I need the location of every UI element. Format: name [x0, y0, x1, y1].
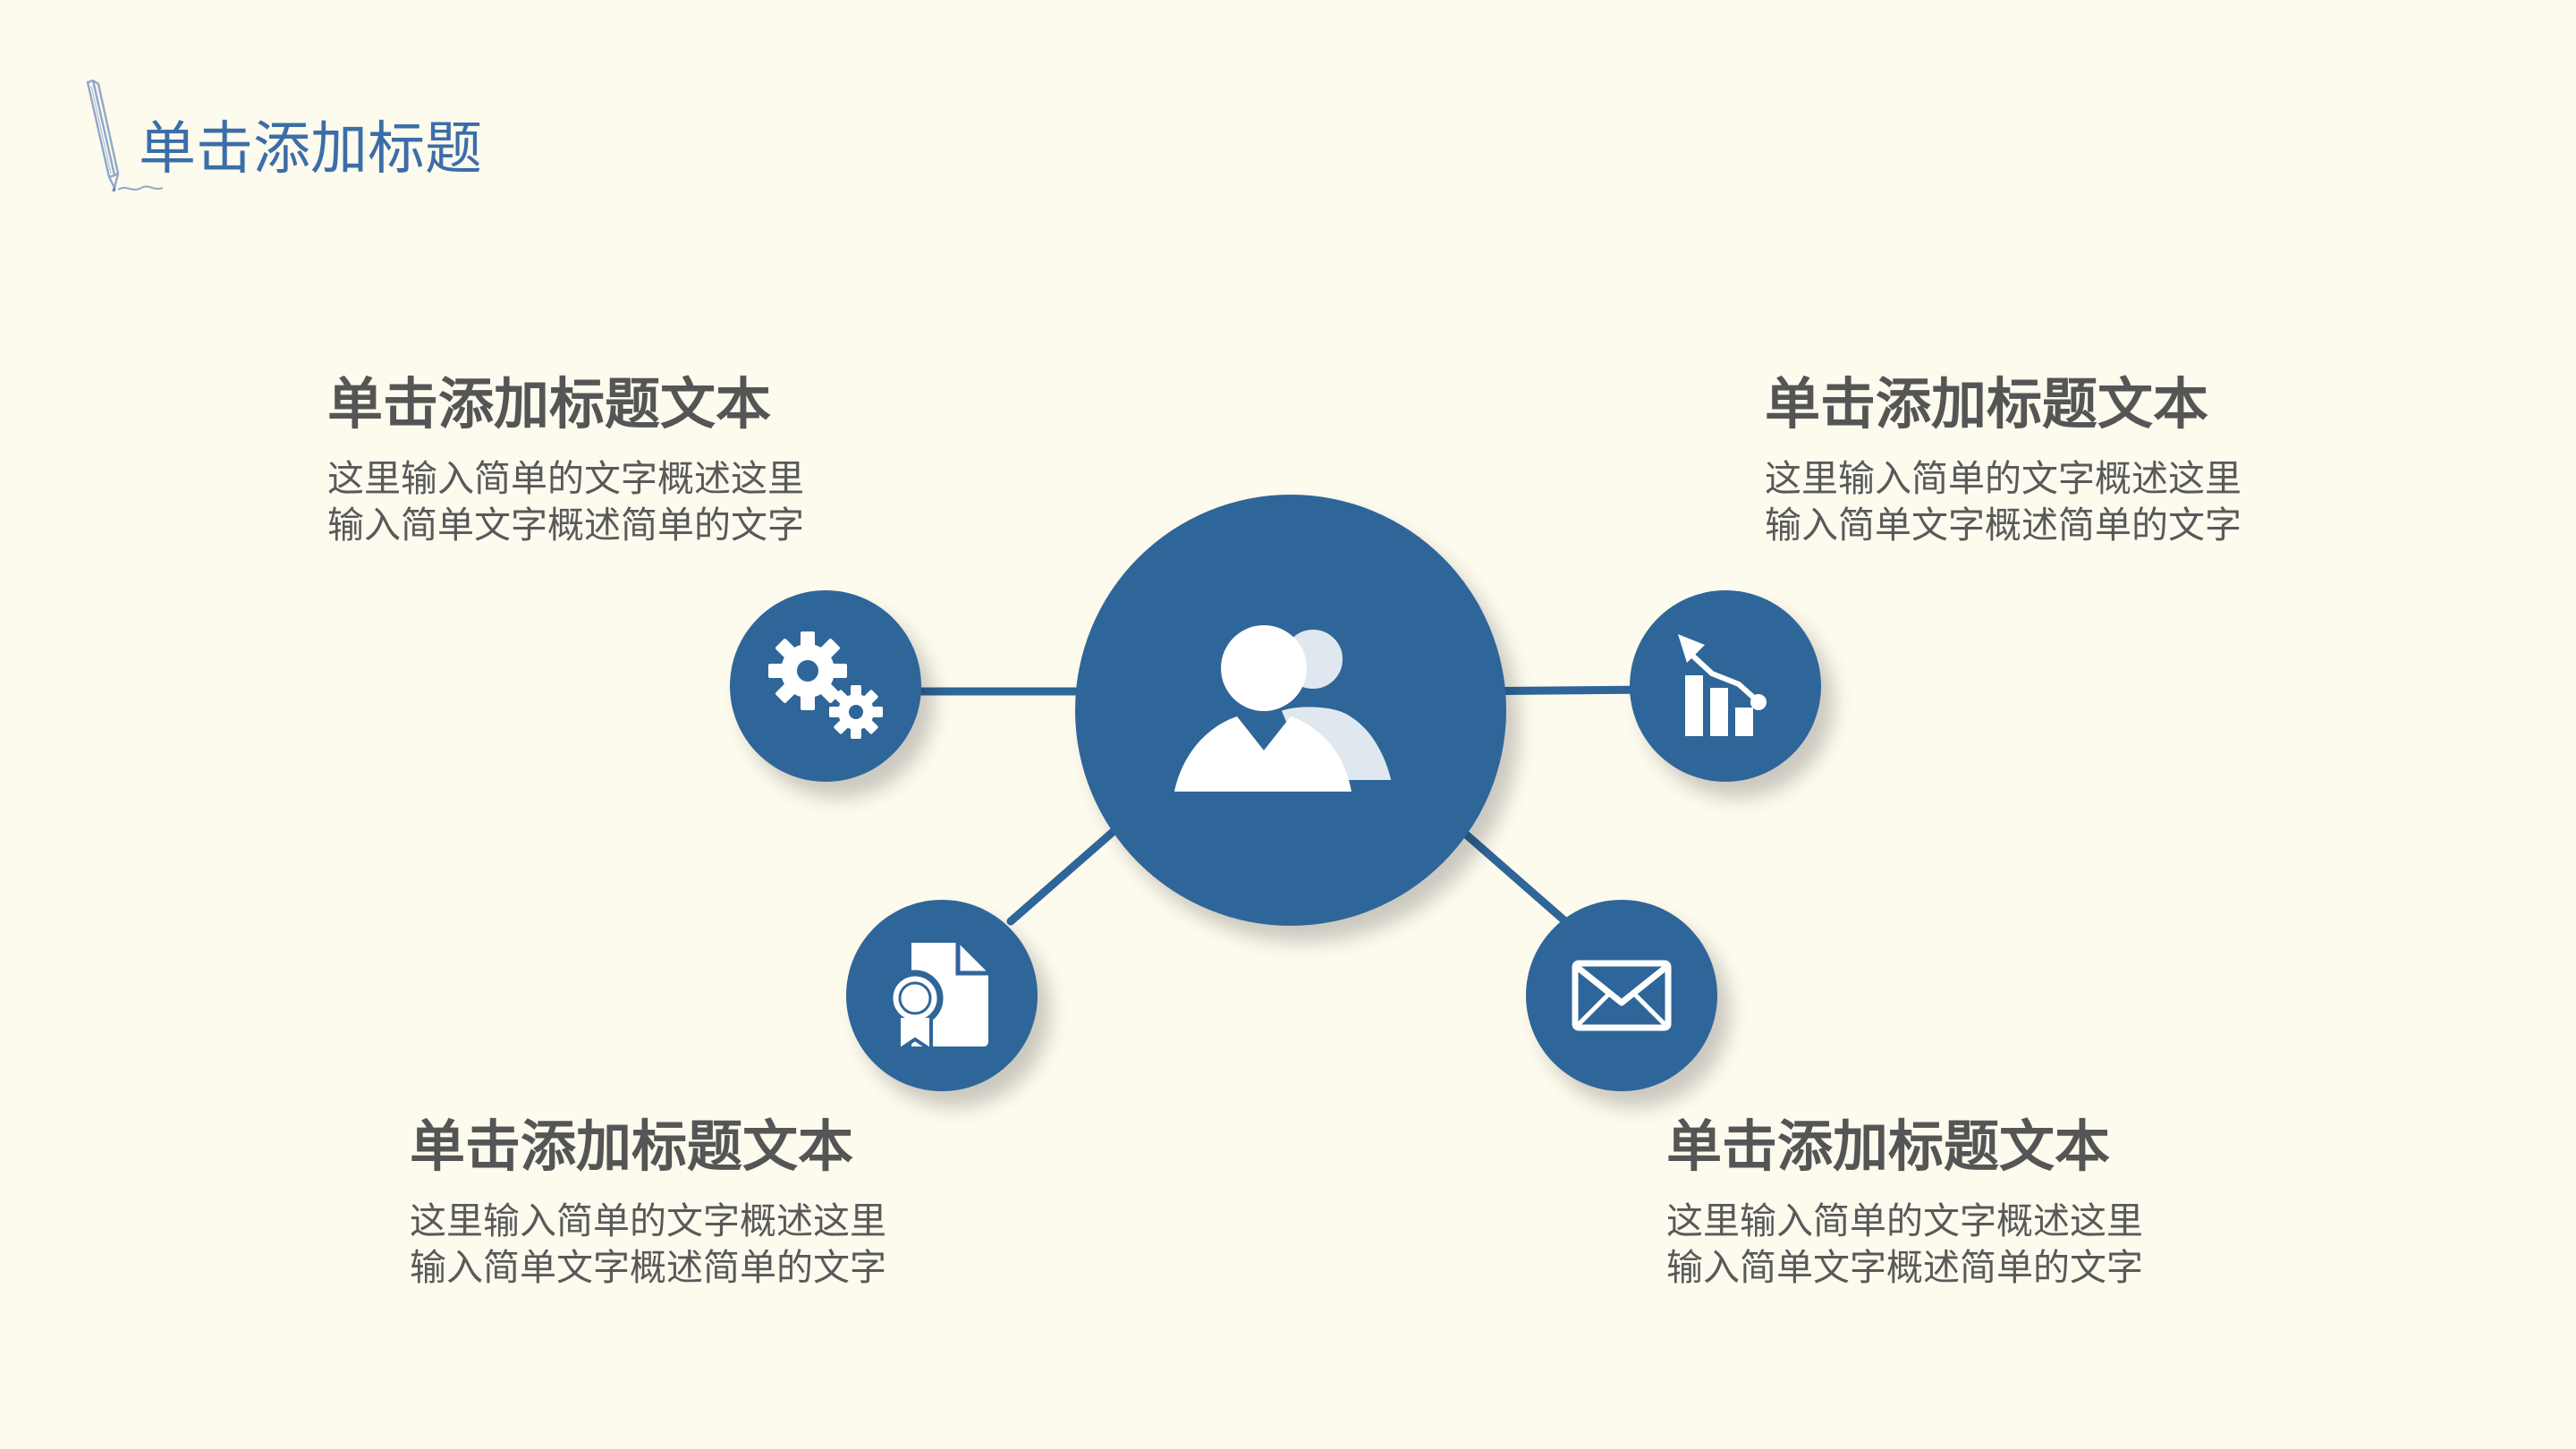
description-line: 输入简单文字概述简单的文字 [327, 504, 804, 547]
block-heading[interactable]: 单击添加标题文本 [327, 371, 772, 436]
text-block-bottom-right: 单击添加标题文本 这里输入简单的文字概述这里 输入简单文字概述简单的文字 [1666, 1112, 2221, 1291]
block-description[interactable]: 这里输入简单的文字概述这里 输入简单文字概述简单的文字 [410, 1198, 964, 1291]
description-line: 这里输入简单的文字概述这里 [327, 457, 804, 500]
envelope-icon [1572, 960, 1672, 1031]
node-bottom-left[interactable] [846, 900, 1038, 1091]
block-description[interactable]: 这里输入简单的文字概述这里 输入简单文字概述简单的文字 [327, 455, 882, 548]
slide-title[interactable]: 单击添加标题 [139, 116, 482, 182]
description-line: 输入简单文字概述简单的文字 [410, 1246, 886, 1289]
text-block-bottom-left: 单击添加标题文本 这里输入简单的文字概述这里 输入简单文字概述简单的文字 [410, 1112, 964, 1291]
description-line: 输入简单文字概述简单的文字 [1765, 504, 2241, 547]
center-circle[interactable] [1075, 495, 1506, 926]
connector-bottom-right [1453, 823, 1570, 926]
node-top-right[interactable] [1630, 590, 1821, 782]
certificate-icon [888, 939, 996, 1052]
user-group-icon [1174, 616, 1407, 804]
text-block-top-right: 单击添加标题文本 这里输入简单的文字概述这里 输入简单文字概述简单的文字 [1765, 369, 2319, 548]
block-description[interactable]: 这里输入简单的文字概述这里 输入简单文字概述简单的文字 [1765, 455, 2319, 548]
connector-bottom-left [1006, 823, 1123, 926]
description-line: 这里输入简单的文字概述这里 [1765, 457, 2241, 500]
gears-icon [763, 628, 888, 744]
block-heading[interactable]: 单击添加标题文本 [410, 1114, 854, 1179]
block-heading[interactable]: 单击添加标题文本 [1765, 371, 2209, 436]
description-line: 这里输入简单的文字概述这里 [410, 1199, 886, 1242]
growth-chart-icon [1676, 632, 1775, 740]
description-line: 这里输入简单的文字概述这里 [1666, 1199, 2143, 1242]
node-top-left[interactable] [730, 590, 921, 782]
description-line: 输入简单文字概述简单的文字 [1666, 1246, 2143, 1289]
pencil-icon [79, 77, 186, 202]
text-block-top-left: 单击添加标题文本 这里输入简单的文字概述这里 输入简单文字概述简单的文字 [327, 369, 882, 548]
block-heading[interactable]: 单击添加标题文本 [1666, 1114, 2111, 1179]
block-description[interactable]: 这里输入简单的文字概述这里 输入简单文字概述简单的文字 [1666, 1198, 2221, 1291]
node-bottom-right[interactable] [1526, 900, 1717, 1091]
